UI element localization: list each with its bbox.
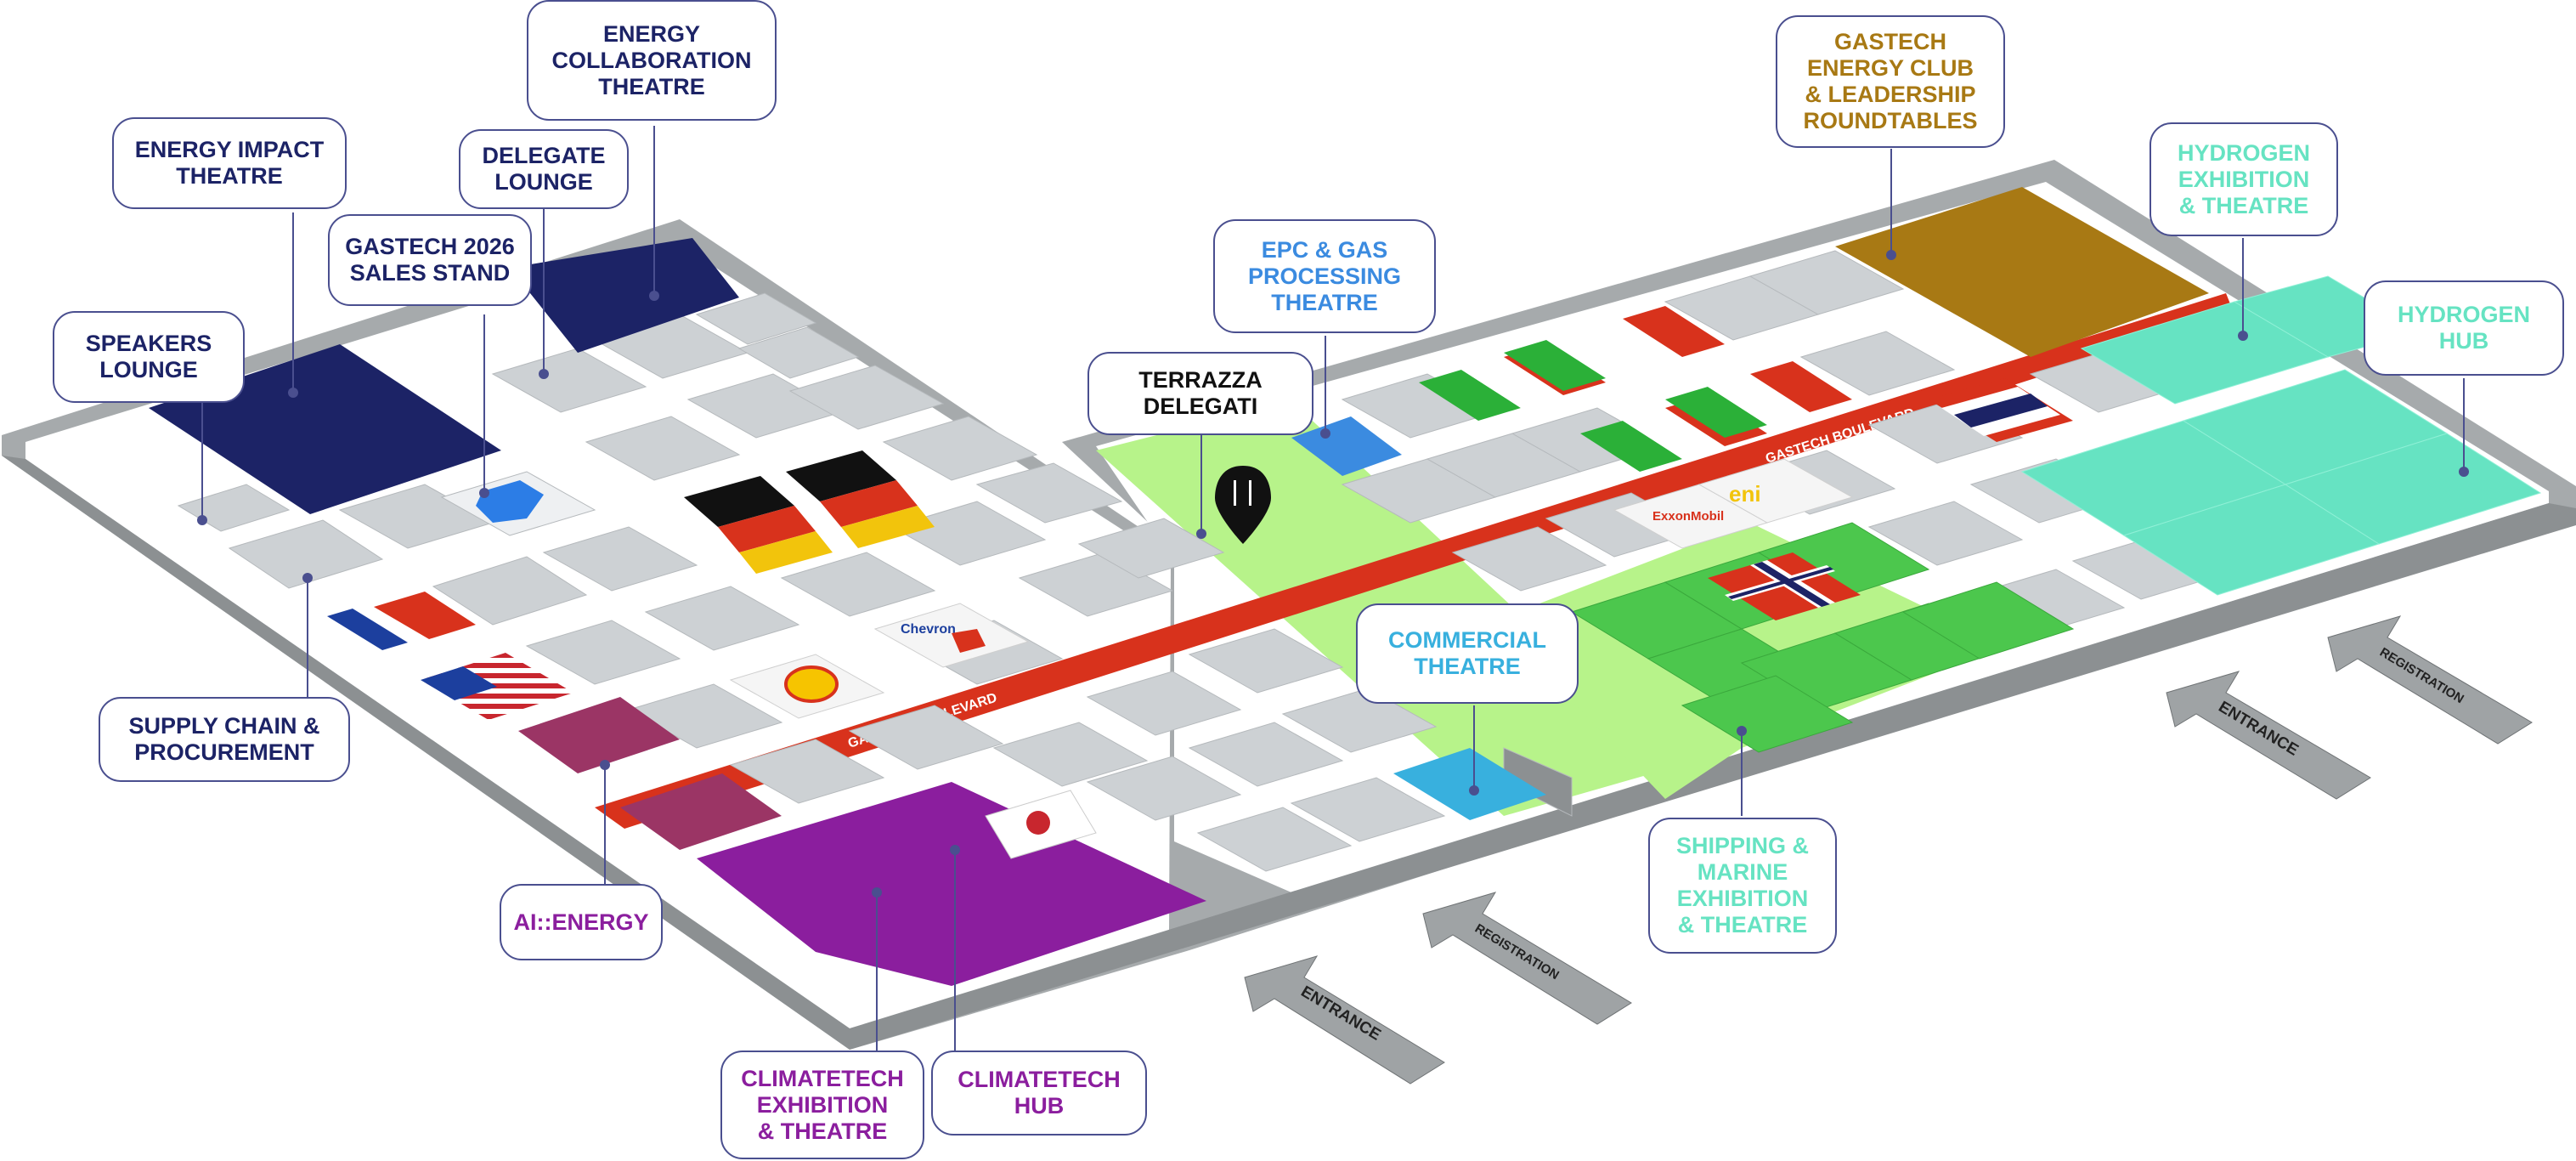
booth[interactable] <box>788 365 945 430</box>
booth[interactable] <box>882 416 1038 481</box>
chevron-booth[interactable]: Chevron <box>873 603 1030 668</box>
climatetech-hub-label[interactable]: CLIMATETECH HUB <box>931 1051 1147 1136</box>
gastech-2026-sales-stand-label[interactable]: GASTECH 2026 SALES STAND <box>328 214 532 306</box>
booth[interactable] <box>1086 756 1242 821</box>
fork-knife-pin-icon[interactable] <box>1215 466 1271 544</box>
booth[interactable] <box>1290 777 1446 842</box>
shell-booth[interactable] <box>729 654 885 719</box>
flag-usa-booth[interactable] <box>421 653 573 720</box>
booth[interactable] <box>1451 526 1607 592</box>
booth[interactable] <box>695 292 817 345</box>
ai-energy-zone-2[interactable] <box>620 773 782 850</box>
booth[interactable] <box>1281 688 1438 753</box>
booth[interactable] <box>1867 501 2024 566</box>
booth[interactable] <box>1188 722 1344 787</box>
booth[interactable] <box>525 620 681 685</box>
booth[interactable] <box>848 705 1004 770</box>
chevron-logo-icon <box>952 629 986 653</box>
flag-thailand-booth[interactable] <box>1929 378 2073 442</box>
ai-energy-zone[interactable] <box>518 697 680 773</box>
booth[interactable] <box>737 326 860 379</box>
callout-leader-lines <box>201 126 2465 1051</box>
hydrogen-zone[interactable] <box>2020 275 2542 596</box>
gastech-energy-club-zone[interactable] <box>1835 187 2209 357</box>
gastech-logo-icon <box>476 480 544 523</box>
chevron-logo-text: Chevron <box>901 622 956 637</box>
registration-arrow-right[interactable]: REGISTRATION <box>2327 615 2533 745</box>
gastech-boulevard <box>595 293 2234 829</box>
commercial-theatre-label[interactable]: COMMERCIAL THEATRE <box>1356 603 1579 704</box>
booth[interactable] <box>1799 331 1956 396</box>
flag-norway-booth[interactable] <box>1708 552 1861 620</box>
shell-logo-icon <box>784 665 839 703</box>
booth[interactable] <box>228 519 384 589</box>
booth[interactable] <box>644 586 800 651</box>
delegate-lounge-label[interactable]: DELEGATE LOUNGE <box>459 129 629 209</box>
energy-impact-theatre-label[interactable]: ENERGY IMPACT THEATRE <box>112 117 347 209</box>
registration-arrow-bottom[interactable]: REGISTRATION <box>1422 892 1632 1025</box>
booth[interactable] <box>780 552 936 617</box>
commercial-theatre-booth[interactable] <box>1393 748 1546 820</box>
booth[interactable] <box>1867 399 2024 464</box>
booth[interactable] <box>1077 518 1225 579</box>
booth[interactable] <box>585 416 741 481</box>
hydrogen-hub-label[interactable]: HYDROGEN HUB <box>2364 280 2564 376</box>
booth[interactable] <box>491 348 647 413</box>
supply-chain-procurement-label[interactable]: SUPPLY CHAIN & PROCUREMENT <box>99 697 350 782</box>
exxonmobil-booth[interactable]: ExxonMobil <box>1613 484 1769 549</box>
flag-italy-booths[interactable] <box>1419 306 1852 472</box>
booth[interactable] <box>1196 807 1353 872</box>
shipping-marine-zone[interactable] <box>1570 522 2075 753</box>
booth[interactable] <box>729 739 885 804</box>
flag-france-booth[interactable] <box>327 592 476 650</box>
eni-logo-text: eni <box>1729 481 1761 507</box>
ai-energy-label[interactable]: AI::ENERGY <box>500 884 663 960</box>
terrazza-delegati-label[interactable]: TERRAZZA DELEGATI <box>1087 352 1313 435</box>
exxonmobil-logo-text: ExxonMobil <box>1652 509 1724 524</box>
callout-dots <box>197 250 2469 898</box>
gastech-energy-club-label[interactable]: GASTECH ENERGY CLUB & LEADERSHIP ROUNDTA… <box>1776 15 2005 148</box>
booth[interactable] <box>1018 552 1174 617</box>
booth[interactable] <box>542 526 698 592</box>
energy-collaboration-theatre-label[interactable]: ENERGY COLLABORATION THEATRE <box>527 0 777 121</box>
speakers-lounge-label[interactable]: SPEAKERS LOUNGE <box>53 311 245 403</box>
climatetech-zone[interactable] <box>697 782 1206 986</box>
booth[interactable] <box>975 462 1123 524</box>
booth[interactable] <box>890 501 1047 566</box>
epc-gas-processing-booth[interactable] <box>1291 416 1402 476</box>
flag-germany-booth[interactable] <box>684 450 935 574</box>
climatetech-exhibition-theatre-label[interactable]: CLIMATETECH EXHIBITION & THEATRE <box>720 1051 924 1159</box>
booth[interactable] <box>432 556 588 626</box>
entrance-arrow-bottom[interactable]: ENTRANCE <box>1244 955 1445 1085</box>
hydrogen-exhibition-theatre-label[interactable]: HYDROGEN EXHIBITION & THEATRE <box>2149 122 2338 236</box>
eni-booth[interactable]: eni <box>1698 458 1854 524</box>
energy-collaboration-theatre-zone[interactable] <box>510 238 739 353</box>
epc-gas-processing-theatre-label[interactable]: EPC & GAS PROCESSING THEATRE <box>1213 219 1436 333</box>
booth[interactable] <box>627 683 783 749</box>
booth[interactable] <box>1188 628 1344 694</box>
booth[interactable] <box>1086 671 1242 736</box>
booth[interactable] <box>1748 250 1905 315</box>
korea-flag-emblem-icon <box>1026 811 1050 835</box>
shipping-marine-label[interactable]: SHIPPING & MARINE EXHIBITION & THEATRE <box>1648 818 1837 954</box>
booth[interactable] <box>992 722 1149 787</box>
entrance-arrow-right[interactable]: ENTRANCE <box>2166 671 2371 800</box>
right-wing-booths <box>1341 250 2228 817</box>
